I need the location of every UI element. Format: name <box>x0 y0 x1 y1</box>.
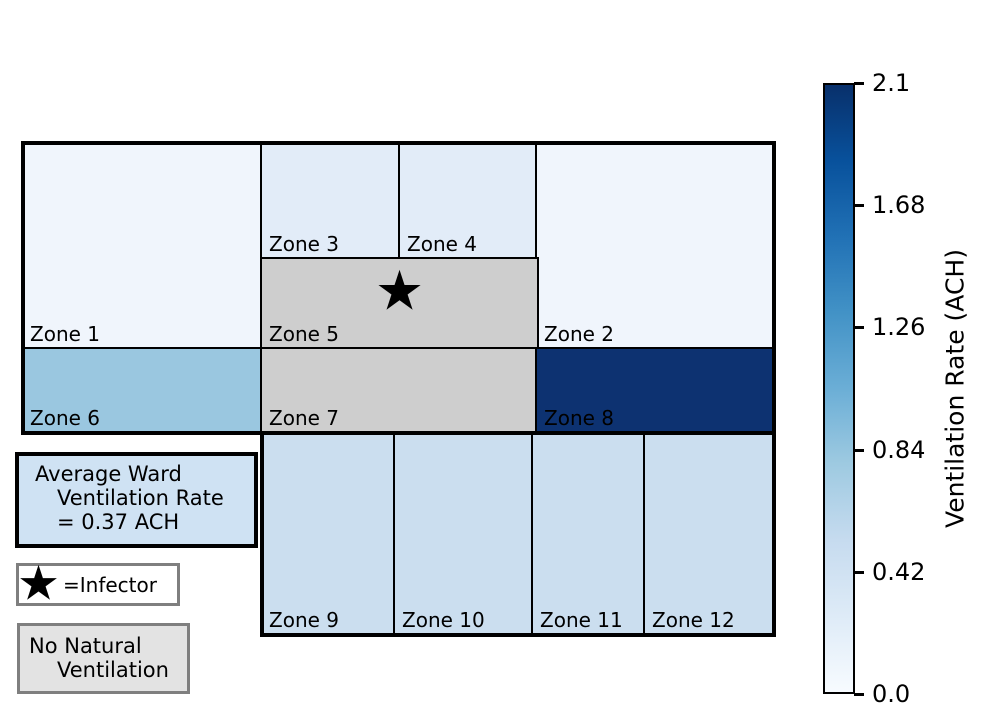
legend-infector-label: =Infector <box>63 572 157 597</box>
colorbar-tick-mark <box>854 693 864 696</box>
colorbar-axis-label: Ventilation Rate (ACH) <box>940 249 970 528</box>
zone-1-label: Zone 1 <box>30 322 100 346</box>
colorbar-tick-mark <box>854 449 864 452</box>
zone-4: Zone 4 <box>398 141 539 261</box>
colorbar-tick-label: 0.84 <box>872 436 926 464</box>
zone-3: Zone 3 <box>260 141 402 261</box>
colorbar-tick-mark <box>854 571 864 574</box>
zone-6-label: Zone 6 <box>30 406 100 430</box>
zone-5-label: Zone 5 <box>269 322 339 346</box>
colorbar-tick-label: 2.1 <box>872 69 911 97</box>
colorbar-tick-mark <box>854 204 864 207</box>
zone-12: Zone 12 <box>643 431 776 637</box>
legend-average-ventilation-box: Average Ward Ventilation Rate = 0.37 ACH <box>15 452 258 548</box>
legend-average-line-2: Ventilation Rate <box>57 486 224 510</box>
zone-3-label: Zone 3 <box>269 232 339 256</box>
colorbar <box>823 83 855 694</box>
zone-6: Zone 6 <box>21 347 264 435</box>
zone-2-label: Zone 2 <box>544 322 614 346</box>
legend-novent-line-2: Ventilation <box>57 658 169 682</box>
colorbar-tick-label: 1.26 <box>872 313 926 341</box>
zone-11: Zone 11 <box>531 431 647 637</box>
zone-7-label: Zone 7 <box>269 406 339 430</box>
zone-8: Zone 8 <box>535 347 776 435</box>
zone-9: Zone 9 <box>260 431 397 637</box>
zone-9-label: Zone 9 <box>269 608 339 632</box>
legend-average-line-1: Average Ward <box>35 462 182 486</box>
colorbar-tick-mark <box>854 326 864 329</box>
zone-4-label: Zone 4 <box>407 232 477 256</box>
zone-7: Zone 7 <box>260 347 539 435</box>
legend-no-ventilation-box: No Natural Ventilation <box>17 623 190 694</box>
colorbar-tick-label: 1.68 <box>872 191 926 219</box>
zone-1: Zone 1 <box>21 141 264 351</box>
legend-novent-line-1: No Natural <box>29 634 142 658</box>
zone-10: Zone 10 <box>393 431 535 637</box>
zone-8-label: Zone 8 <box>544 406 614 430</box>
zone-2: Zone 2 <box>535 141 776 351</box>
infector-star-icon: ★ <box>17 555 61 612</box>
zone-10-label: Zone 10 <box>402 608 485 632</box>
legend-infector-box: ★ =Infector <box>16 559 180 607</box>
legend-average-line-3: = 0.37 ACH <box>57 510 180 534</box>
colorbar-tick-mark <box>854 82 864 85</box>
infector-star-icon: ★ <box>374 258 425 323</box>
colorbar-tick-label: 0.42 <box>872 558 926 586</box>
zone-12-label: Zone 12 <box>652 608 735 632</box>
colorbar-tick-label: 0.0 <box>872 680 911 708</box>
zone-11-label: Zone 11 <box>540 608 623 632</box>
zone-5: ★ Zone 5 <box>260 257 539 351</box>
